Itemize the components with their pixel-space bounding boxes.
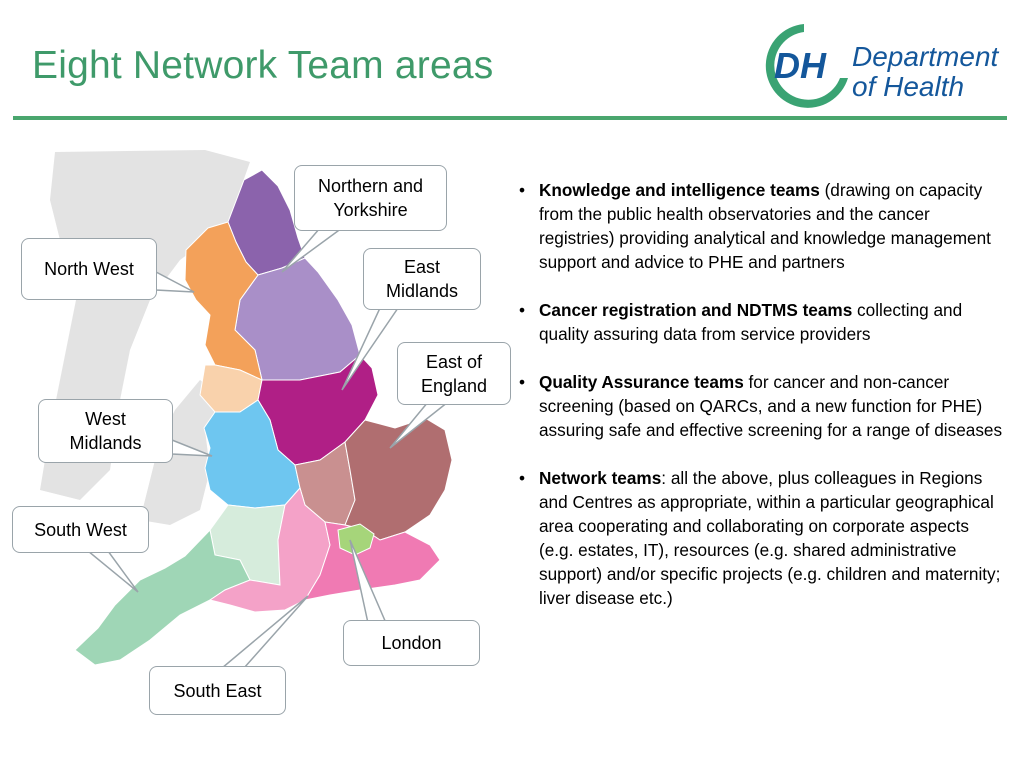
label-east-of-england: East of England xyxy=(397,342,511,405)
logo-line-of-health: of Health xyxy=(852,71,965,102)
label-east-midlands: East Midlands xyxy=(363,248,481,310)
label-london: London xyxy=(343,620,480,666)
label-south-east: South East xyxy=(149,666,286,715)
label-west-midlands: West Midlands xyxy=(38,399,173,463)
bullet-text: collecting and quality assuring data fro… xyxy=(539,300,963,344)
region-south-east-west[interactable] xyxy=(208,486,331,613)
bullet-item: Knowledge and intelligence teams (drawin… xyxy=(518,178,1008,274)
title-rule xyxy=(13,116,1007,120)
bullet-heading: Cancer registration and NDTMS teams xyxy=(539,300,853,320)
label-northern-and-yorkshire: Northern and Yorkshire xyxy=(294,165,447,231)
slide-title: Eight Network Team areas xyxy=(32,44,494,87)
bullet-text: for cancer and non-cancer screening (bas… xyxy=(539,372,1003,440)
bullet-text: (drawing on capacity from the public hea… xyxy=(539,180,991,272)
bullet-heading: Knowledge and intelligence teams xyxy=(539,180,820,200)
callout-tail-south-west xyxy=(85,550,139,593)
label-north-west: North West xyxy=(21,238,157,300)
bullet-item: Cancer registration and NDTMS teams coll… xyxy=(518,298,1008,346)
region-east-of-england[interactable] xyxy=(344,417,453,541)
dh-logo-mark: DH xyxy=(765,24,848,108)
bullet-item: Network teams: all the above, plus colle… xyxy=(518,466,1008,610)
bullet-heading: Network teams xyxy=(539,468,662,488)
bullet-text: : all the above, plus colleagues in Regi… xyxy=(539,468,1001,608)
bullet-heading: Quality Assurance teams xyxy=(539,372,744,392)
region-north-west[interactable] xyxy=(184,221,263,381)
logo-line-department: Department xyxy=(852,41,999,72)
bullet-item: Quality Assurance teams for cancer and n… xyxy=(518,370,1008,442)
bullet-list: Knowledge and intelligence teams (drawin… xyxy=(518,178,1008,634)
region-south-west[interactable] xyxy=(74,528,251,666)
dh-logo-monogram: DH xyxy=(774,45,827,86)
dh-logo: DH Department of Health xyxy=(756,20,1016,110)
region-london[interactable] xyxy=(337,523,375,556)
label-south-west: South West xyxy=(12,506,149,553)
